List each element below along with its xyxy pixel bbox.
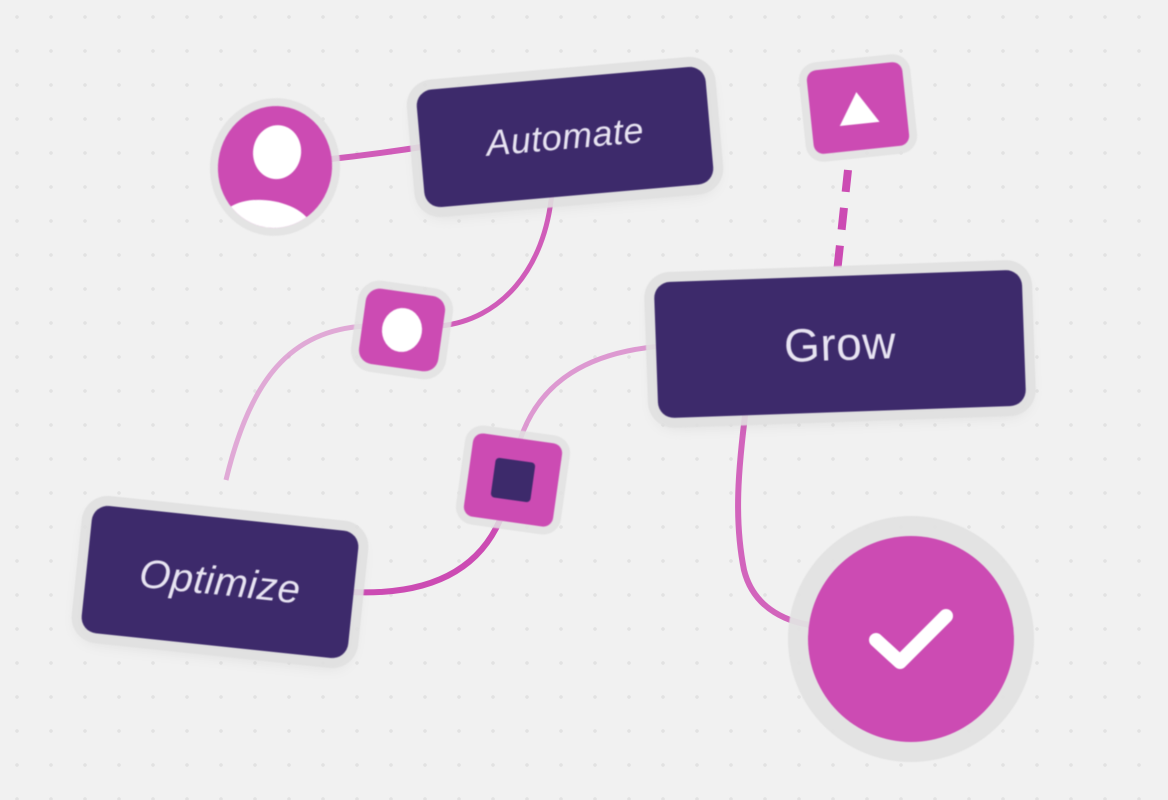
connector-automate-circle [439, 191, 555, 329]
optimize-label: Optimize [137, 551, 303, 612]
grow-node[interactable]: Grow [653, 269, 1027, 419]
connector-square-grow [517, 343, 663, 441]
connector-circle-optimize [223, 323, 367, 481]
user-badge [210, 98, 340, 236]
square-icon [490, 457, 536, 503]
grow-label: Grow [783, 316, 897, 372]
user-avatar-icon [219, 125, 314, 234]
circle-icon [379, 305, 425, 355]
checkmark-icon [869, 609, 953, 669]
square-badge [462, 432, 564, 528]
connector-user-automate [321, 143, 429, 163]
triangle-badge [805, 61, 911, 155]
connector-optimize-square [349, 518, 503, 596]
connector-grow-check [735, 407, 821, 629]
connector-triangle-grow [832, 169, 852, 283]
automate-label: Automate [484, 109, 646, 164]
circle-badge [357, 286, 447, 374]
automate-node[interactable]: Automate [415, 65, 715, 209]
complete-badge [808, 536, 1014, 742]
triangle-up-icon [839, 92, 880, 127]
